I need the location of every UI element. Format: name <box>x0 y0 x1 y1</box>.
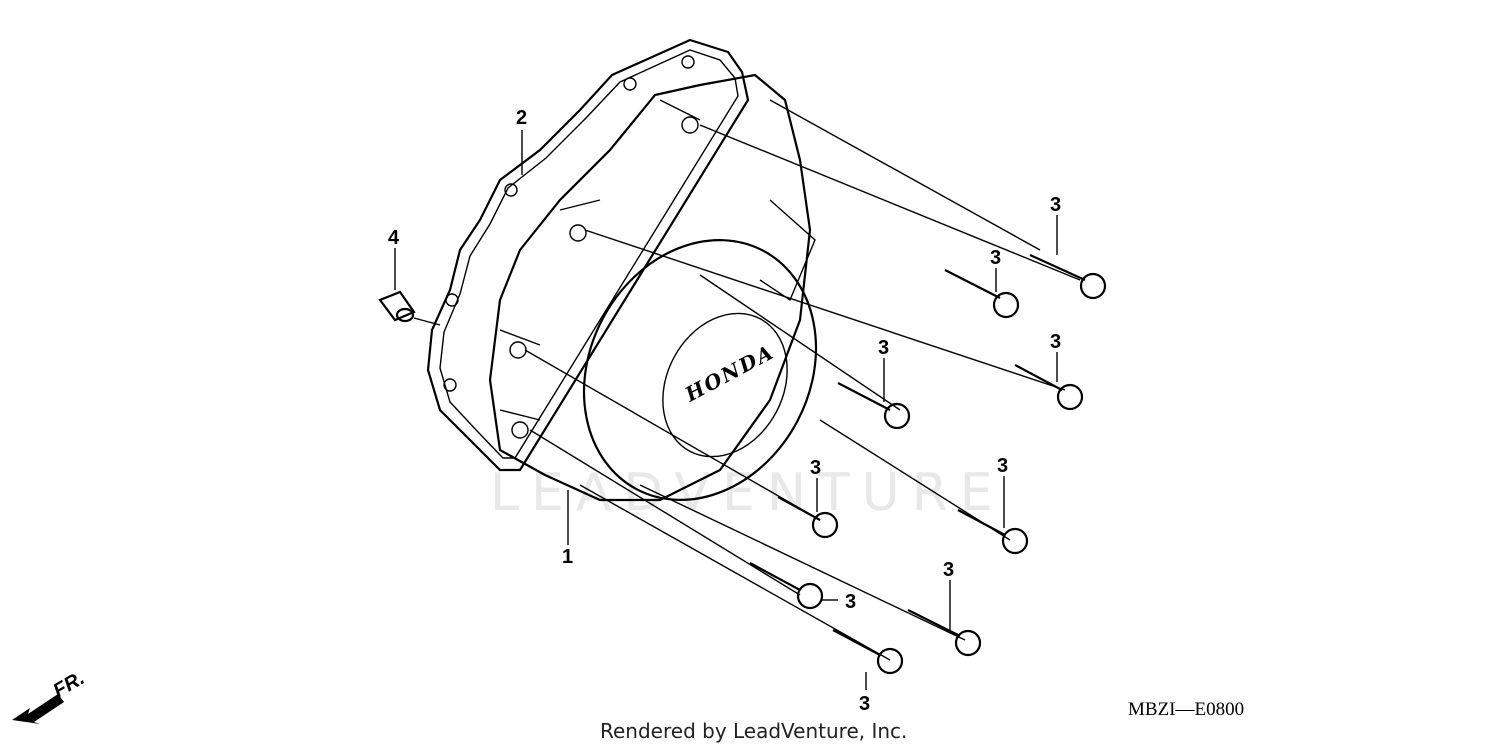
bolt <box>907 609 982 657</box>
arrow-icon <box>12 694 64 724</box>
callout-cover: 1 <box>562 546 573 568</box>
callout-bolt: 3 <box>1050 331 1061 353</box>
part-code: MBZI—E0800 <box>1128 699 1244 720</box>
front-direction-indicator: FR. <box>12 667 88 724</box>
callout-bolt: 3 <box>1050 194 1061 216</box>
callout-dowel-pin: 4 <box>388 227 400 249</box>
callout-gasket: 2 <box>516 107 527 129</box>
watermark-text: LEADVENTURE <box>490 463 1005 523</box>
gasket-part <box>426 38 750 472</box>
bolt <box>957 509 1029 555</box>
callout-bolt: 3 <box>845 591 856 613</box>
dowel-pin-part <box>378 290 416 323</box>
callout-bolt: 3 <box>990 247 1001 269</box>
callout-bolt: 3 <box>878 337 889 359</box>
bolt-group <box>749 253 1107 675</box>
bolt <box>1029 253 1107 300</box>
bolt <box>777 496 839 539</box>
callout-bolt: 3 <box>859 693 870 715</box>
callout-bolt: 3 <box>810 457 821 479</box>
brand-logo-text: HONDA <box>680 339 778 406</box>
callout-bolt: 3 <box>943 559 954 581</box>
bolt <box>832 629 904 675</box>
assembly-lines <box>413 99 1081 661</box>
callout-bolt: 3 <box>997 455 1008 477</box>
bolt <box>749 562 824 610</box>
callout-leaders <box>394 130 1058 690</box>
bolt <box>837 382 911 430</box>
bolt <box>1014 364 1084 411</box>
callouts: 2 4 1 3 3 3 3 3 3 3 3 3 <box>388 107 1061 715</box>
footer-text: Rendered by LeadVenture, Inc. <box>600 719 907 743</box>
bolt <box>944 269 1020 319</box>
